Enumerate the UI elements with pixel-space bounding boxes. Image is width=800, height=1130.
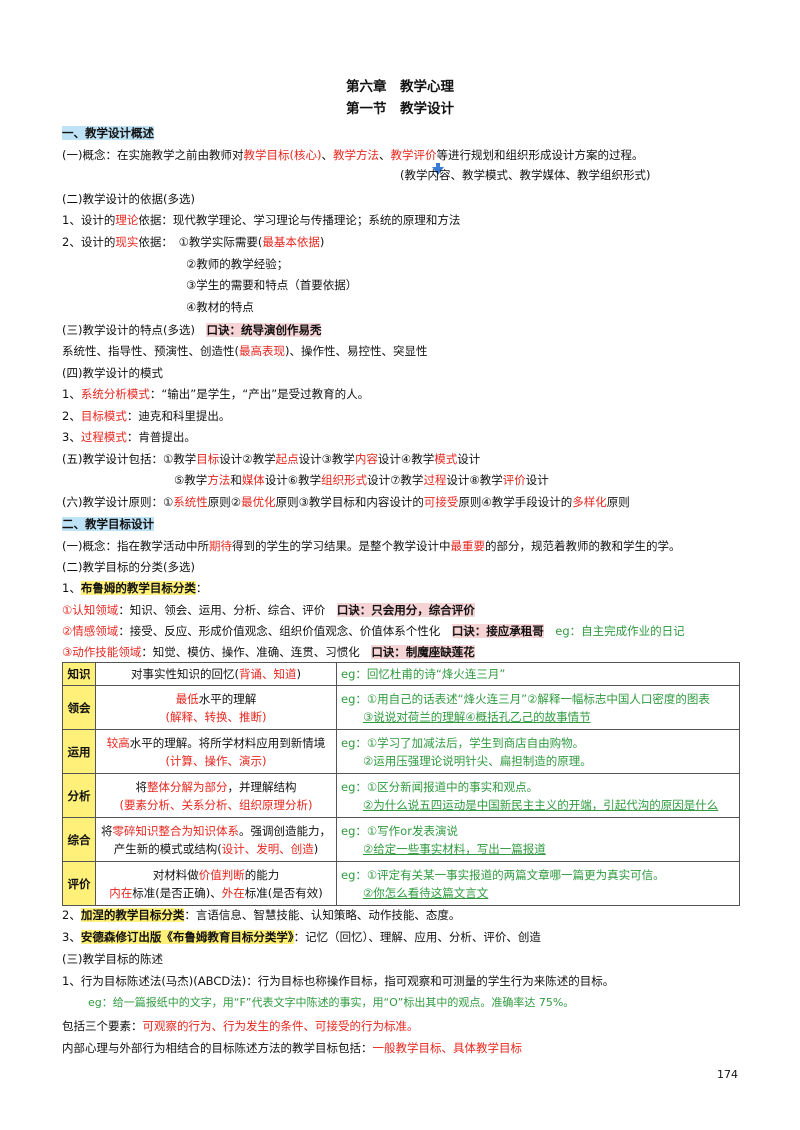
basis-item-2: ②教师的教学经验； bbox=[186, 257, 289, 271]
arrow-stem-icon bbox=[436, 163, 440, 168]
basis-item-4: ④教材的特点 bbox=[186, 300, 254, 314]
bloom-line: 1、布鲁姆的教学目标分类： bbox=[62, 581, 208, 595]
features-mnemonic: 口诀：统导演创作易秃 bbox=[206, 323, 322, 337]
desc-cell: 将零碎知识整合为知识体系。强调创造能力，产生新的模式或结构(设计、发明、创造) bbox=[95, 817, 337, 862]
level-cell: 评价 bbox=[62, 861, 96, 906]
mode-3: 3、过程模式：肯普提出。 bbox=[62, 430, 196, 444]
heading-overview: 一、教学设计概述 bbox=[62, 124, 154, 143]
heading-objectives-text: 二、教学目标设计 bbox=[62, 517, 154, 531]
affective-domain: ②情感领域：接受、反应、形成价值观念、组织价值观念、价值体系个性化 口诀：接应承… bbox=[62, 624, 685, 638]
includes-line-2: ⑤教学方法和媒体设计⑥教学组织形式设计⑦教学过程设计⑧教学评价设计 bbox=[174, 473, 549, 487]
statement-line-1: 1、行为目标陈述法(马杰)(ABCD法)：行为目标也称操作目标，指可观察和可测量… bbox=[62, 974, 615, 988]
example-cell: eg：①区分新闻报道中的事实和观点。②为什么说五四运动是中国新民主主义的开端，引… bbox=[336, 773, 740, 818]
heading-objectives: 二、教学目标设计 bbox=[62, 515, 154, 534]
bloom-cognitive-table: 知识 对事实性知识的回忆(背诵、知道) eg：回忆杜甫的诗“烽火连三月” 领会 … bbox=[62, 662, 740, 906]
table-row: 运用 较高水平的理解。将所学材料应用到新情境(计算、操作、演示) eg：①学习了… bbox=[62, 729, 740, 774]
arrow-down-icon bbox=[432, 167, 444, 175]
level-cell: 知识 bbox=[62, 662, 96, 686]
table-row: 综合 将零碎知识整合为知识体系。强调创造能力，产生新的模式或结构(设计、发明、创… bbox=[62, 817, 740, 862]
statement-heading: (三)教学目标的陈述 bbox=[62, 952, 163, 966]
example-cell: eg：回忆杜甫的诗“烽火连三月” bbox=[336, 662, 740, 686]
anderson-line: 3、安德森修订出版《布鲁姆教育目标分类学》：记忆（回忆）、理解、应用、分析、评价… bbox=[62, 930, 541, 944]
desc-cell: 对材料做价值判断的能力内在标准(是否正确)、外在标准(是否有效) bbox=[95, 861, 337, 906]
desc-cell: 将整体分解为部分，并理解结构(要素分析、关系分析、组织原理分析) bbox=[95, 773, 337, 818]
modes-heading: (四)教学设计的模式 bbox=[62, 366, 163, 380]
table-row: 领会 最低水平的理解(解释、转换、推断) eg：①用自己的话表述“烽火连三月”②… bbox=[62, 685, 740, 730]
objective-concept: (一)概念：指在教学活动中所期待得到的学生的学习结果。是整个教学设计中最重要的部… bbox=[62, 539, 681, 553]
cognitive-mnemonic: 口诀：只会用分，综合评价 bbox=[336, 603, 475, 617]
classification-heading: (二)教学目标的分类(多选) bbox=[62, 560, 195, 574]
desc-cell: 对事实性知识的回忆(背诵、知道) bbox=[95, 662, 337, 686]
concept-note: (教学内容、教学模式、教学媒体、教学组织形式) bbox=[400, 168, 651, 182]
table-row: 知识 对事实性知识的回忆(背诵、知道) eg：回忆杜甫的诗“烽火连三月” bbox=[62, 662, 740, 686]
concept-line: (一)概念：在实施教学之前由教师对教学目标(核心)、教学方法、教学评价等进行规划… bbox=[62, 148, 644, 162]
desc-cell: 最低水平的理解(解释、转换、推断) bbox=[95, 685, 337, 730]
statement-example: eg：给一篇报纸中的文字，用“F”代表文字中陈述的事实，用“O”标出其中的观点。… bbox=[88, 996, 575, 1009]
psychomotor-domain: ③动作技能领域：知觉、模仿、操作、准确、连贯、习惯化 口诀：制魔座缺莲花 bbox=[62, 645, 475, 659]
affective-mnemonic: 口诀：接应承租哥 bbox=[451, 624, 544, 638]
cognitive-domain: ①认知领域：知识、领会、运用、分析、综合、评价 口诀：只会用分，综合评价 bbox=[62, 603, 475, 617]
basis-theory: 1、设计的理论依据：现代教学理论、学习理论与传播理论；系统的原理和方法 bbox=[62, 213, 461, 227]
bloom-title: 布鲁姆的教学目标分类 bbox=[80, 581, 196, 595]
level-cell: 运用 bbox=[62, 729, 96, 774]
desc-cell: 较高水平的理解。将所学材料应用到新情境(计算、操作、演示) bbox=[95, 729, 337, 774]
level-cell: 综合 bbox=[62, 817, 96, 862]
basis-heading: (二)教学设计的依据(多选) bbox=[62, 192, 195, 206]
gagne-line: 2、加涅的教学目标分类：言语信息、智慧技能、认知策略、动作技能、态度。 bbox=[62, 908, 461, 922]
level-cell: 领会 bbox=[62, 685, 96, 730]
page-number: 174 bbox=[717, 1068, 738, 1081]
features-line: 系统性、指导性、预演性、创造性(最高表现)、操作性、易控性、突显性 bbox=[62, 344, 428, 358]
gagne-title: 加涅的教学目标分类 bbox=[80, 908, 185, 922]
table-row: 分析 将整体分解为部分，并理解结构(要素分析、关系分析、组织原理分析) eg：①… bbox=[62, 773, 740, 818]
level-cell: 分析 bbox=[62, 773, 96, 818]
features-heading: (三)教学设计的特点(多选) 口诀：统导演创作易秃 bbox=[62, 323, 322, 337]
table-row: 评价 对材料做价值判断的能力内在标准(是否正确)、外在标准(是否有效) eg：①… bbox=[62, 861, 740, 906]
heading-overview-text: 一、教学设计概述 bbox=[62, 126, 154, 140]
section-title: 第一节 教学设计 bbox=[346, 101, 454, 117]
anderson-title: 安德森修订出版《布鲁姆教育目标分类学》 bbox=[80, 930, 294, 944]
basis-practice: 2、设计的现实依据： ①教学实际需要(最基本依据) bbox=[62, 235, 325, 249]
example-cell: eg：①评定有关某一事实报道的两篇文章哪一篇更为真实可信。②你怎么看待这篇文言文 bbox=[336, 861, 740, 906]
mode-2: 2、目标模式：迪克和科里提出。 bbox=[62, 409, 231, 423]
includes-line-1: (五)教学设计包括：①教学目标设计②教学起点设计③教学内容设计④教学模式设计 bbox=[62, 452, 481, 466]
chapter-title: 第六章 教学心理 bbox=[346, 79, 454, 95]
psychomotor-mnemonic: 口诀：制魔座缺莲花 bbox=[371, 645, 475, 659]
mode-1: 1、系统分析模式：“输出”是学生，“产出”是受过教育的人。 bbox=[62, 387, 370, 401]
elements-line: 包括三个要素：可观察的行为、行为发生的条件、可接受的行为标准。 bbox=[62, 1019, 419, 1033]
combined-line: 内部心理与外部行为相结合的目标陈述方法的教学目标包括：一般教学目标、具体教学目标 bbox=[62, 1041, 522, 1055]
example-cell: eg：①学习了加减法后，学生到商店自由购物。②运用压强理论说明针尖、扁担制造的原… bbox=[336, 729, 740, 774]
basis-item-3: ③学生的需要和特点（首要依据） bbox=[186, 278, 358, 292]
principles-line: (六)教学设计原则：①系统性原则②最优化原则③教学目标和内容设计的可接受原则④教… bbox=[62, 495, 630, 509]
